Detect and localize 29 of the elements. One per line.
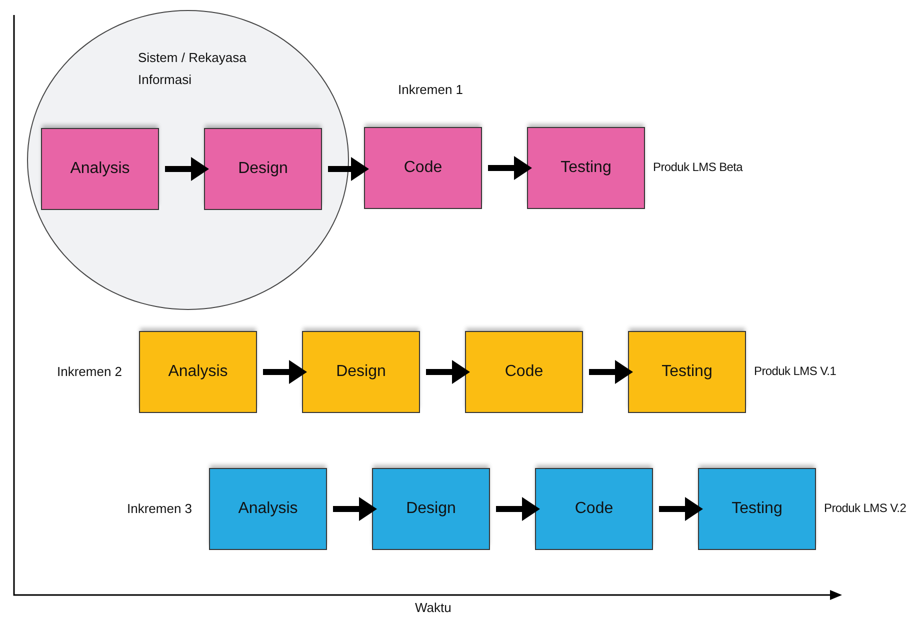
increment-label: Inkremen 2 bbox=[57, 364, 122, 379]
phase-box: Code bbox=[535, 468, 653, 550]
product-label: Produk LMS V.1 bbox=[754, 364, 836, 378]
phase-box: Testing bbox=[527, 127, 645, 209]
phase-box: Design bbox=[302, 331, 420, 413]
ellipse-title: Sistem / Rekayasa Informasi bbox=[138, 49, 248, 89]
arrow bbox=[659, 497, 703, 521]
phase-box: Analysis bbox=[41, 128, 159, 210]
phase-box: Code bbox=[465, 331, 583, 413]
arrow bbox=[496, 497, 540, 521]
product-label: Produk LMS Beta bbox=[653, 160, 743, 174]
product-label: Produk LMS V.2 bbox=[824, 501, 906, 515]
arrow bbox=[165, 157, 209, 181]
increment-label: Inkremen 1 bbox=[398, 82, 464, 97]
arrow bbox=[589, 360, 633, 384]
arrow bbox=[333, 497, 377, 521]
arrow bbox=[263, 360, 307, 384]
phase-box: Analysis bbox=[139, 331, 257, 413]
phase-box: Design bbox=[204, 128, 322, 210]
increment-label: Inkremen 3 bbox=[127, 501, 192, 516]
arrow bbox=[426, 360, 470, 384]
arrow bbox=[328, 157, 369, 181]
phase-box: Code bbox=[364, 127, 482, 209]
phase-box: Design bbox=[372, 468, 490, 550]
arrow bbox=[488, 156, 532, 180]
phase-box: Testing bbox=[628, 331, 746, 413]
phase-box: Analysis bbox=[209, 468, 327, 550]
axis-label: Waktu bbox=[415, 600, 452, 615]
phase-box: Testing bbox=[698, 468, 816, 550]
